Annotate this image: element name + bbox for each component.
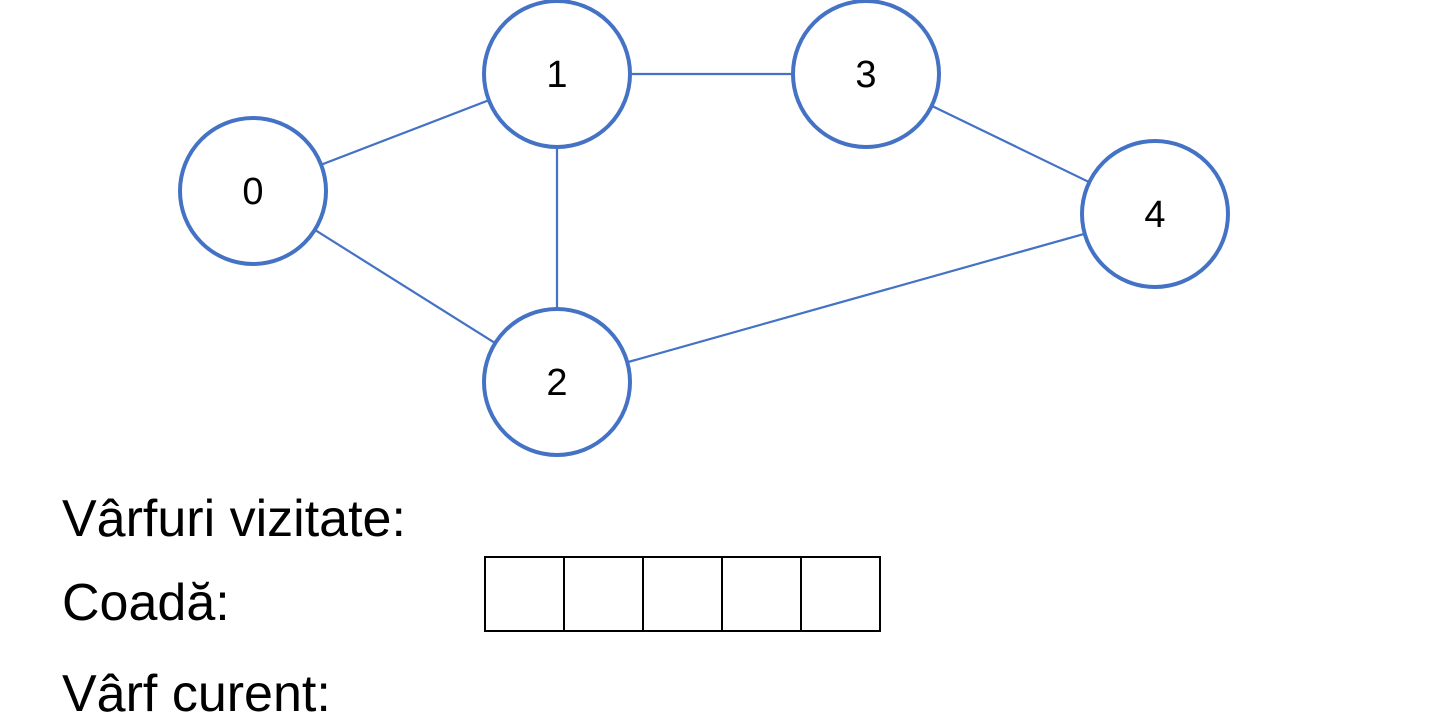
node-2: 2 [482,307,632,457]
node-3: 3 [791,0,941,149]
node-0: 0 [178,116,328,266]
graph-edges [252,72,1156,384]
queue-cell [723,558,802,630]
node-label: 2 [546,362,567,404]
node-label: 3 [855,54,876,96]
node-label: 0 [242,171,263,213]
node-circle [178,116,328,266]
node-circle [791,0,941,149]
node-label: 4 [1144,194,1165,236]
current-vertex-label: Vârf curent: [62,665,331,723]
node-label: 1 [546,54,567,96]
queue-cell [802,558,879,630]
queue-label: Coadă: [62,574,230,632]
queue-cell [565,558,644,630]
node-1: 1 [482,0,632,149]
queue-cell [486,558,565,630]
node-circle [1080,139,1230,289]
queue-cell [644,558,723,630]
node-circle [482,0,632,149]
visited-vertices-label: Vârfuri vizitate: [62,490,406,548]
graph-nodes: 0 1 2 3 4 [178,0,1230,457]
graph-diagram: 0 1 2 3 4 [178,0,1230,457]
node-circle [482,307,632,457]
edge-2-4 [556,212,1156,384]
queue-boxes [484,556,881,632]
node-4: 4 [1080,139,1230,289]
